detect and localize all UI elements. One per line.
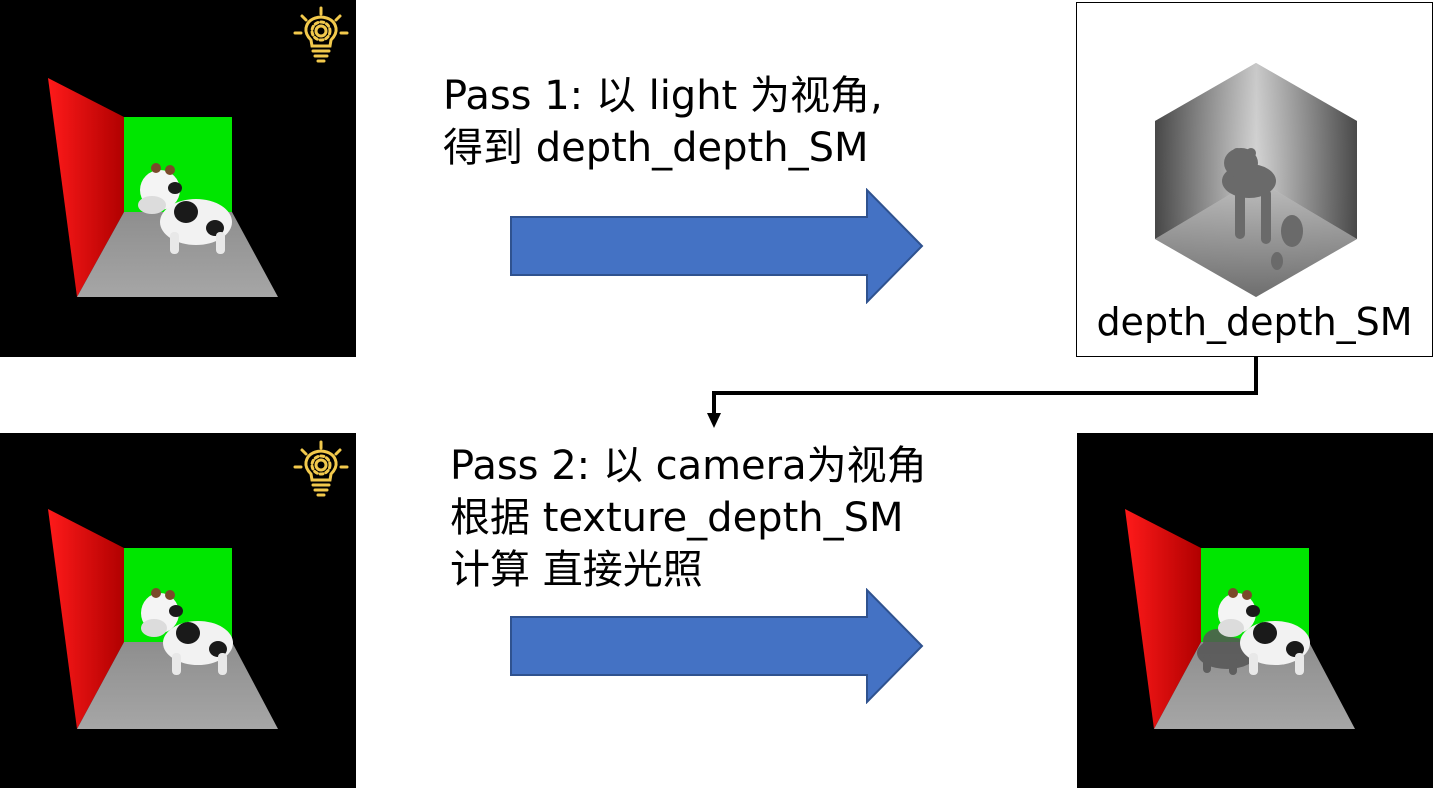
left-wall bbox=[48, 509, 124, 729]
left-wall bbox=[1125, 509, 1201, 729]
left-wall bbox=[48, 78, 124, 297]
scene-render-shadowed-result bbox=[1077, 433, 1433, 788]
cow-figure bbox=[141, 588, 233, 675]
pass2-line2: 根据 texture_depth_SM bbox=[450, 495, 904, 541]
pass1-label: Pass 1: 以 light 为视角, 得到 depth_depth_SM bbox=[443, 70, 883, 174]
depth-map-cube bbox=[1155, 63, 1357, 297]
lightbulb-gear-icon bbox=[292, 6, 350, 64]
scene-illustration bbox=[48, 509, 278, 729]
scene-illustration bbox=[48, 78, 278, 297]
pass2-line1: Pass 2: 以 camera为视角 bbox=[450, 443, 927, 489]
pass1-line1: Pass 1: 以 light 为视角, bbox=[443, 73, 883, 119]
cow-figure bbox=[138, 163, 232, 254]
scene-render-camera-input bbox=[0, 433, 356, 788]
pass2-arrow bbox=[509, 587, 925, 705]
depth-map-panel: depth_depth_SM bbox=[1076, 2, 1433, 357]
scene-render-light-view bbox=[0, 0, 356, 357]
pass2-label: Pass 2: 以 camera为视角 根据 texture_depth_SM … bbox=[450, 440, 927, 596]
floor bbox=[77, 212, 278, 297]
lightbulb-gear-icon bbox=[292, 440, 350, 498]
pass1-line2: 得到 depth_depth_SM bbox=[443, 125, 869, 171]
depth-map-caption: depth_depth_SM bbox=[1096, 300, 1413, 344]
cow-figure bbox=[1218, 588, 1310, 675]
cow-silhouette bbox=[1222, 148, 1303, 270]
pass1-arrow bbox=[509, 187, 925, 305]
scene-illustration bbox=[1125, 509, 1355, 729]
floor bbox=[77, 642, 278, 729]
pass2-line3: 计算 直接光照 bbox=[450, 547, 703, 593]
